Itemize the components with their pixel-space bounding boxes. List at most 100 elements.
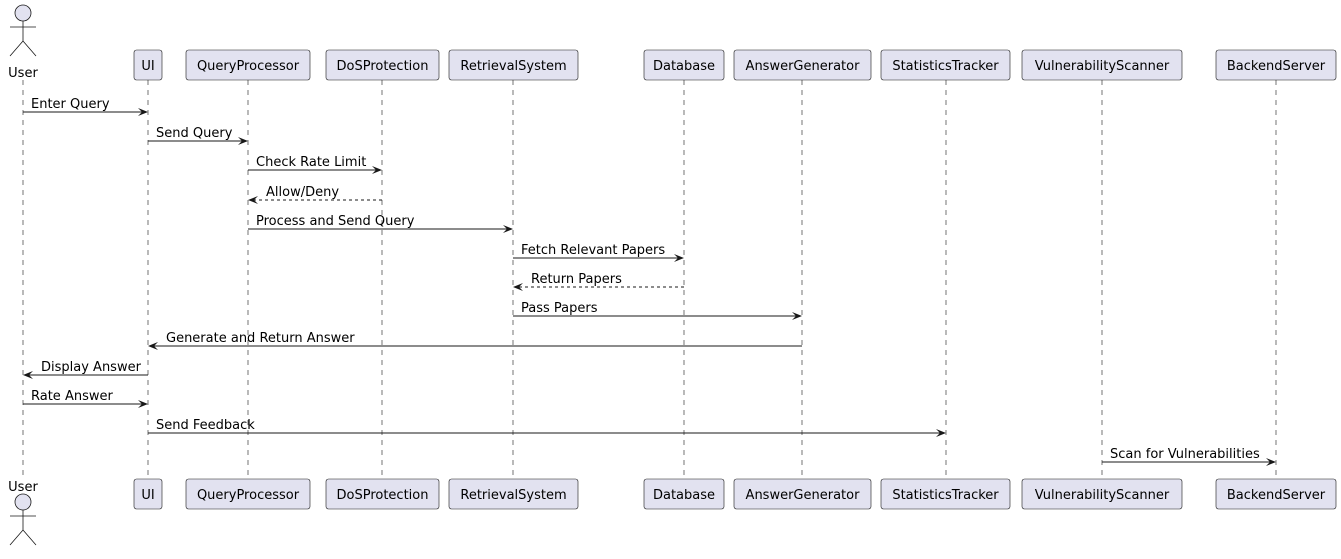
message-label: Display Answer	[41, 360, 142, 375]
arrowhead	[674, 254, 684, 262]
arrowhead	[138, 108, 148, 116]
actor-user-bottom: User	[8, 480, 38, 546]
participant-label: DoSProtection	[337, 59, 429, 74]
arrowhead	[148, 342, 158, 350]
participant-db-bottom: Database	[643, 478, 725, 510]
participant-box	[1215, 49, 1337, 81]
actor-user-top: User	[8, 4, 38, 81]
actor-body	[9, 21, 37, 57]
participant-box	[1021, 478, 1183, 510]
participant-st-bottom: StatisticsTracker	[880, 478, 1011, 510]
participant-ui-bottom: UI	[133, 478, 163, 510]
participant-ui-top: UI	[133, 49, 163, 81]
participant-label: UI	[141, 59, 154, 74]
arrowhead	[238, 137, 248, 145]
participant-bs-top: BackendServer	[1215, 49, 1337, 81]
message-3: Check Rate Limit	[248, 155, 382, 174]
participant-label: VulnerabilityScanner	[1035, 488, 1170, 503]
message-label: Send Feedback	[156, 418, 255, 433]
participant-box	[185, 478, 311, 510]
participant-box	[185, 49, 311, 81]
participant-box	[1021, 49, 1183, 81]
participant-label: DoSProtection	[337, 488, 429, 503]
message-label: Pass Papers	[521, 301, 598, 316]
participant-rs-top: RetrievalSystem	[448, 49, 579, 81]
participant-box	[448, 49, 579, 81]
message-label: Rate Answer	[31, 389, 113, 404]
participant-label: VulnerabilityScanner	[1035, 59, 1170, 74]
participant-qp-bottom: QueryProcessor	[185, 478, 311, 510]
arrowhead	[1266, 458, 1276, 466]
participant-label: Database	[653, 488, 715, 503]
arrowhead	[936, 429, 946, 437]
message-label: Check Rate Limit	[256, 155, 366, 170]
participant-label: RetrievalSystem	[460, 59, 566, 74]
participant-box	[880, 478, 1011, 510]
actor-head	[14, 493, 32, 511]
participant-label: RetrievalSystem	[460, 488, 566, 503]
message-2: Send Query	[148, 126, 248, 145]
message-label: Process and Send Query	[256, 214, 415, 229]
participant-vs-top: VulnerabilityScanner	[1021, 49, 1183, 81]
message-5: Process and Send Query	[248, 214, 513, 233]
participant-dos-top: DoSProtection	[325, 49, 440, 81]
message-label: Return Papers	[531, 272, 622, 287]
participant-label: User	[8, 480, 38, 495]
participant-box	[325, 478, 440, 510]
actor-head	[14, 4, 32, 22]
participant-box	[643, 49, 725, 81]
participants-top: User UI QueryProcessor DoSProtection Retriev…	[8, 4, 1337, 81]
message-label: Fetch Relevant Papers	[521, 243, 665, 258]
message-8: Pass Papers	[513, 301, 802, 320]
participant-label: User	[8, 66, 38, 81]
participant-ag-bottom: AnswerGenerator	[733, 478, 872, 510]
message-9: Generate and Return Answer	[148, 331, 802, 350]
participant-bs-bottom: BackendServer	[1215, 478, 1337, 510]
participant-box	[325, 49, 440, 81]
participant-label: QueryProcessor	[197, 488, 300, 503]
participant-dos-bottom: DoSProtection	[325, 478, 440, 510]
message-label: Allow/Deny	[266, 185, 339, 200]
message-4: Allow/Deny	[248, 185, 382, 204]
message-10: Display Answer	[23, 360, 148, 379]
message-label: Generate and Return Answer	[166, 331, 355, 346]
message-label: Scan for Vulnerabilities	[1110, 447, 1260, 462]
participant-db-top: Database	[643, 49, 725, 81]
participant-box	[733, 478, 872, 510]
participant-label: AnswerGenerator	[746, 488, 861, 503]
participant-label: BackendServer	[1227, 59, 1326, 74]
arrowhead	[513, 283, 523, 291]
message-11: Rate Answer	[23, 389, 148, 408]
arrowhead	[503, 225, 513, 233]
participant-label: QueryProcessor	[197, 59, 300, 74]
participant-label: Database	[653, 59, 715, 74]
participant-vs-bottom: VulnerabilityScanner	[1021, 478, 1183, 510]
arrowhead	[792, 312, 802, 320]
arrowhead	[372, 166, 382, 174]
participant-label: StatisticsTracker	[892, 488, 999, 503]
participant-st-top: StatisticsTracker	[880, 49, 1011, 81]
participant-box	[1215, 478, 1337, 510]
message-7: Return Papers	[513, 272, 684, 291]
participant-qp-top: QueryProcessor	[185, 49, 311, 81]
message-label: Send Query	[156, 126, 233, 141]
message-13: Scan for Vulnerabilities	[1102, 447, 1276, 466]
arrowhead	[23, 371, 33, 379]
participant-label: UI	[141, 488, 154, 503]
participant-box	[133, 49, 163, 81]
arrowhead	[138, 400, 148, 408]
lifelines	[22, 80, 1277, 479]
participant-ag-top: AnswerGenerator	[733, 49, 872, 81]
message-1: Enter Query	[23, 97, 148, 116]
participant-label: AnswerGenerator	[746, 59, 861, 74]
participant-label: StatisticsTracker	[892, 59, 999, 74]
participant-box	[133, 478, 163, 510]
participant-label: BackendServer	[1227, 488, 1326, 503]
message-12: Send Feedback	[148, 418, 946, 437]
participant-box	[733, 49, 872, 81]
message-6: Fetch Relevant Papers	[513, 243, 684, 262]
participant-box	[448, 478, 579, 510]
